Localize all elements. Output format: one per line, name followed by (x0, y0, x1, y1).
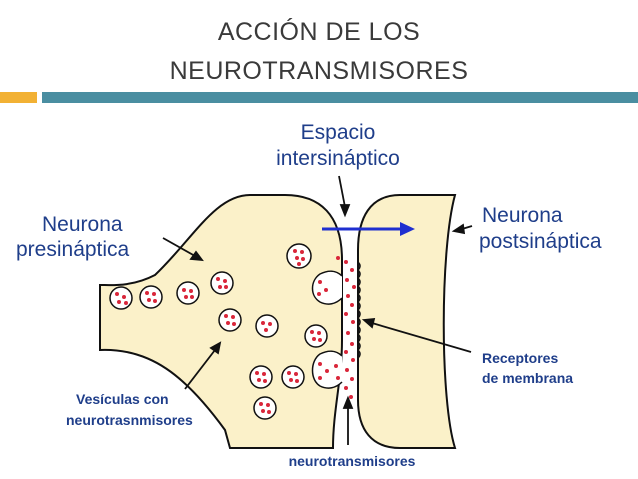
neurotransmitter-dots (115, 249, 356, 414)
label-espacio-line1: Espacio (301, 121, 376, 144)
label-postsynaptic-line1: Neurona (482, 204, 563, 227)
slide-title-line2: NEUROTRANSMISORES (169, 57, 469, 85)
label-espacio-line2: intersináptico (276, 147, 400, 170)
slide-title-line1: ACCIÓN DE LOS (217, 18, 421, 46)
postsynaptic-neuron (357, 194, 457, 449)
accent-bar-teal (42, 92, 638, 103)
label-vesiculas-line1: Vesículas con (76, 391, 169, 407)
label-presynaptic-line2: presináptica (16, 238, 130, 261)
label-receptores-line2: de membrana (482, 370, 573, 386)
label-receptores-line1: Receptores (482, 350, 558, 366)
pointer-lines (162, 175, 473, 445)
label-postsynaptic-line2: postsináptica (479, 230, 602, 253)
label-presynaptic-line1: Neurona (42, 213, 123, 236)
signal-arrowhead (400, 222, 415, 236)
vesicles (109, 243, 328, 420)
label-neurotransmisores: neurotransmisores (289, 453, 416, 469)
accent-bar-orange (0, 92, 37, 103)
label-vesiculas-line2: neurotrasnmisores (66, 412, 193, 428)
membrane-receptors (356, 261, 361, 359)
